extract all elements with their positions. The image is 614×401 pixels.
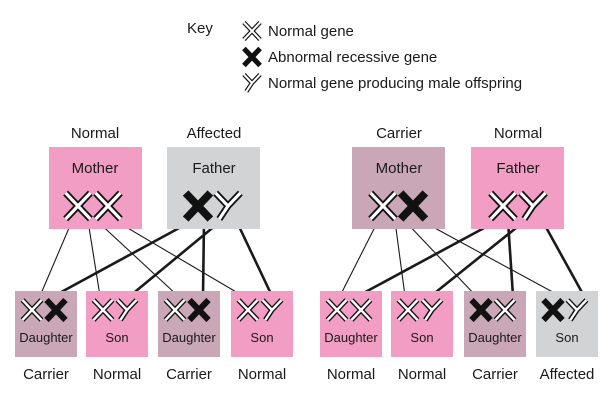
left-child-3-status: Carrier bbox=[166, 366, 212, 383]
left-child-4-label: Son bbox=[250, 330, 273, 345]
inheritance-line-10 bbox=[394, 220, 406, 297]
left-family: Normal Mother Affected Father DaughterCa… bbox=[15, 125, 293, 383]
right-child-4-label: Son bbox=[555, 330, 578, 345]
key: Key Normal gene Abnormal recessive gene … bbox=[187, 20, 522, 93]
right-mother-gene-1 bbox=[368, 190, 398, 222]
left-children: DaughterCarrierSonNormalDaughterCarrierS… bbox=[15, 291, 293, 383]
right-father-gene-1 bbox=[488, 190, 518, 222]
key-symbol-abnormal-x bbox=[242, 46, 262, 68]
inheritance-line-4 bbox=[113, 219, 244, 297]
left-child-3-label: Daughter bbox=[162, 330, 216, 345]
key-title: Key bbox=[187, 20, 213, 37]
right-child-3-status: Carrier bbox=[472, 366, 518, 383]
left-father-genes bbox=[182, 190, 243, 222]
key-label-abnormal-gene: Abnormal recessive gene bbox=[268, 49, 437, 66]
key-label-normal-gene: Normal gene bbox=[268, 23, 354, 40]
right-father-label: Father bbox=[496, 160, 539, 177]
right-father-genes bbox=[488, 190, 548, 222]
key-symbol-normal-x-shape bbox=[242, 20, 262, 42]
left-child-2-gene-2 bbox=[115, 298, 139, 322]
right-child-2-gene-1 bbox=[396, 298, 420, 322]
left-child-4-status: Normal bbox=[238, 366, 286, 383]
inheritance-line-6 bbox=[201, 220, 206, 297]
right-child-1-status: Normal bbox=[327, 366, 375, 383]
left-mother-genes bbox=[63, 190, 123, 222]
right-child-1-label: Daughter bbox=[324, 330, 378, 345]
right-mother-genes bbox=[368, 190, 429, 222]
right-child-1-gene-2 bbox=[349, 298, 373, 322]
inheritance-lines bbox=[39, 218, 586, 298]
left-child-1-gene-2 bbox=[44, 297, 68, 323]
left-mother-gene-2 bbox=[93, 190, 123, 222]
key-symbol-normal-y bbox=[242, 72, 262, 93]
right-father-status: Normal bbox=[494, 125, 542, 142]
right-mother-box bbox=[352, 147, 445, 229]
right-mother-status: Carrier bbox=[376, 125, 422, 142]
key-symbol-normal-y-shape bbox=[242, 72, 262, 93]
left-mother-status: Normal bbox=[71, 125, 119, 142]
inheritance-line-8 bbox=[234, 219, 274, 297]
inheritance-line-7 bbox=[129, 218, 223, 298]
inheritance-line-5 bbox=[53, 219, 193, 298]
right-mother-label: Mother bbox=[376, 160, 423, 177]
left-child-2-label: Son bbox=[105, 330, 128, 345]
right-child-2-label: Son bbox=[410, 330, 433, 345]
left-child-3-gene-2 bbox=[187, 297, 211, 323]
right-child-4-status: Affected bbox=[540, 366, 595, 383]
inheritance-line-13 bbox=[357, 219, 498, 298]
left-child-1-status: Carrier bbox=[23, 366, 69, 383]
inheritance-line-11 bbox=[403, 219, 477, 297]
right-child-1-gene-1 bbox=[325, 298, 349, 322]
key-symbol-abnormal-x-shape bbox=[242, 46, 262, 68]
left-child-1-gene-1 bbox=[20, 298, 44, 322]
left-father-gene-1 bbox=[182, 190, 214, 222]
right-child-3-gene-1 bbox=[469, 297, 493, 323]
key-label-male-gene: Normal gene producing male offspring bbox=[268, 75, 522, 92]
left-child-3-gene-1 bbox=[163, 298, 187, 322]
inheritance-line-15 bbox=[430, 218, 527, 298]
left-father-box bbox=[167, 147, 260, 229]
right-family: Carrier Mother Normal Father DaughterNor… bbox=[320, 125, 598, 383]
left-father-label: Father bbox=[192, 160, 235, 177]
inheritance-line-3 bbox=[95, 219, 179, 297]
inheritance-line-2 bbox=[87, 220, 101, 297]
inheritance-line-16 bbox=[540, 219, 586, 297]
right-child-4-gene-1 bbox=[541, 297, 565, 323]
left-father-gene-2 bbox=[213, 190, 243, 221]
right-child-4-gene-2 bbox=[565, 298, 589, 322]
left-child-4-gene-1 bbox=[236, 298, 260, 322]
right-children: DaughterNormalSonNormalDaughterCarrierSo… bbox=[320, 291, 598, 383]
right-father-box bbox=[471, 147, 564, 229]
left-father-status: Affected bbox=[187, 125, 242, 142]
left-child-2-status: Normal bbox=[93, 366, 141, 383]
inheritance-line-1 bbox=[39, 220, 73, 297]
right-child-3-gene-2 bbox=[493, 298, 517, 322]
left-child-4-gene-2 bbox=[260, 298, 284, 322]
left-child-1-label: Daughter bbox=[19, 330, 73, 345]
key-symbol-normal-x bbox=[242, 20, 262, 42]
right-child-2-status: Normal bbox=[398, 366, 446, 383]
right-mother-gene-2 bbox=[397, 190, 429, 222]
left-child-2-gene-1 bbox=[91, 298, 115, 322]
left-mother-label: Mother bbox=[72, 160, 119, 177]
right-child-3-label: Daughter bbox=[468, 330, 522, 345]
right-child-2-gene-2 bbox=[420, 298, 444, 322]
inheritance-line-9 bbox=[339, 220, 379, 297]
left-mother-gene-1 bbox=[63, 190, 93, 222]
inheritance-line-12 bbox=[419, 219, 561, 297]
right-father-gene-2 bbox=[518, 190, 548, 221]
